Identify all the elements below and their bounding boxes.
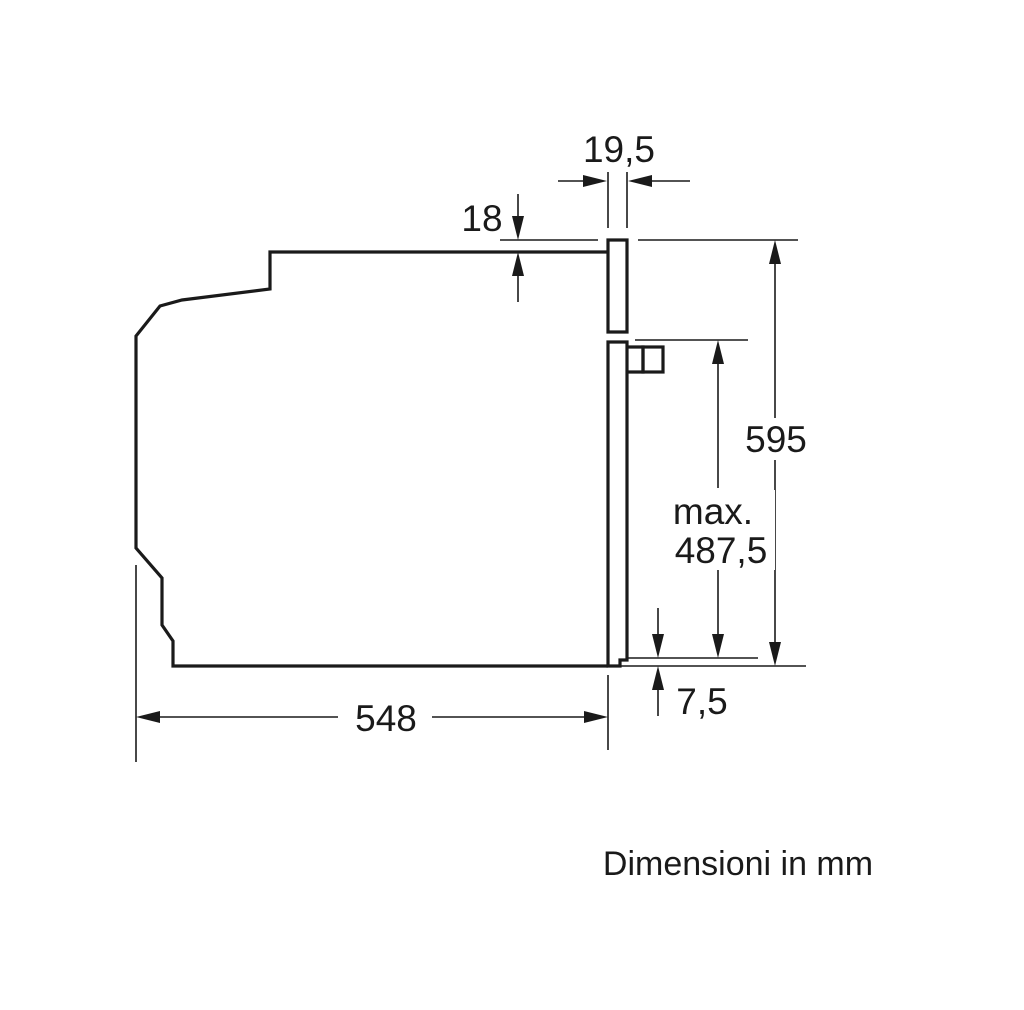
dimension-bottom-offset: 7,5 bbox=[652, 608, 728, 722]
dimension-max-value: 487,5 bbox=[675, 530, 768, 571]
dimension-max-height: max. 487,5 bbox=[665, 340, 775, 658]
oven-door bbox=[606, 340, 629, 668]
dimension-max-label: max. bbox=[673, 491, 753, 532]
dimension-top-offset: 18 bbox=[461, 194, 524, 302]
dimension-height-label: 595 bbox=[745, 419, 807, 460]
door-handle bbox=[627, 345, 665, 374]
dimension-depth: 548 bbox=[136, 698, 608, 739]
dimension-top-offset-label: 18 bbox=[461, 198, 502, 239]
dimension-depth-label: 548 bbox=[355, 698, 417, 739]
dimension-door-gap-label: 19,5 bbox=[583, 129, 655, 170]
dimension-bottom-offset-label: 7,5 bbox=[676, 681, 727, 722]
dimension-height: 595 bbox=[740, 240, 812, 666]
dimension-door-gap: 19,5 bbox=[558, 129, 690, 187]
units-caption: Dimensioni in mm bbox=[603, 845, 873, 883]
front-panel-upper bbox=[606, 238, 629, 334]
oven-body-outline bbox=[134, 250, 608, 668]
